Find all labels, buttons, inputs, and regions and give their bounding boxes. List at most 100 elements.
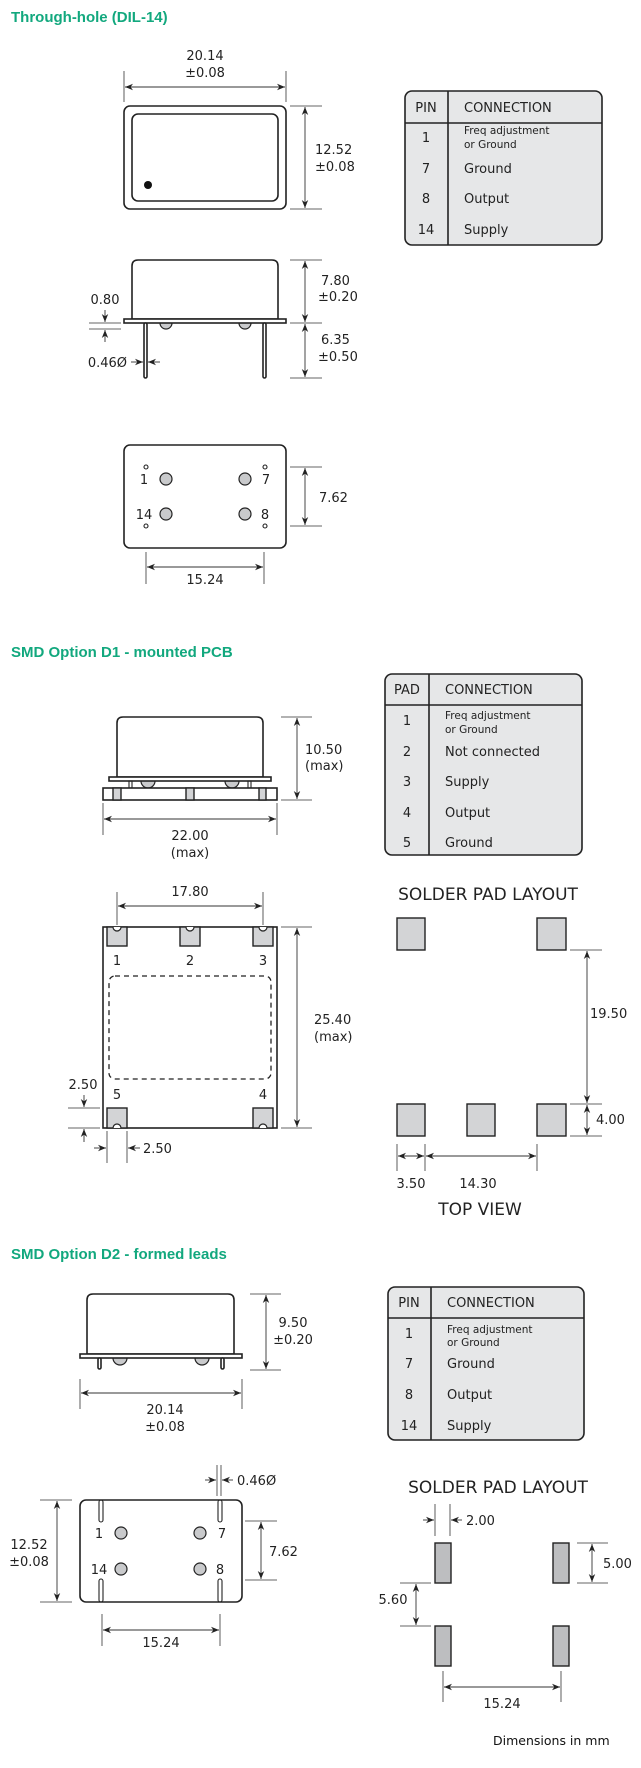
table-pad: 2	[403, 745, 411, 760]
d2-pin-connection-table: PIN CONNECTION 1 Freq adjustment or Grou…	[387, 1286, 585, 1441]
width-qualifier: (max)	[171, 846, 209, 861]
pad-label: 3	[259, 954, 267, 969]
length-value: 12.52	[10, 1538, 47, 1553]
table-pin: 14	[418, 223, 435, 238]
height-tolerance: ±0.20	[273, 1333, 313, 1348]
table-connection: Freq adjustment	[445, 710, 531, 722]
pin-diameter-value: 0.46Ø	[88, 356, 127, 371]
top-view: 20.14 ±0.08 12.52 ±0.08	[123, 49, 355, 210]
width-value: 20.14	[186, 49, 223, 64]
pin-label: 8	[261, 508, 269, 523]
row-gap-value: 19.50	[590, 1007, 627, 1022]
section-title: SMD Option D2 - formed leads	[11, 1246, 227, 1263]
smd-d2-section: SMD Option D2 - formed leads 9.50 ±0.20 …	[9, 1246, 632, 1712]
table-connection: Ground	[447, 1357, 495, 1372]
d2-side-view: 9.50 ±0.20 20.14 ±0.08	[79, 1293, 313, 1435]
length-tolerance: ±0.08	[9, 1555, 49, 1570]
section-title: Through-hole (DIL-14)	[11, 9, 168, 26]
table-connection: Ground	[445, 836, 493, 851]
pad-label: 2	[186, 954, 194, 969]
table-pin: 14	[401, 1419, 418, 1434]
table-connection: or Ground	[447, 1337, 500, 1349]
row-spacing-value: 7.62	[269, 1545, 298, 1560]
table-connection: Ground	[464, 162, 512, 177]
table-pin: 1	[405, 1327, 413, 1342]
table-header: PIN	[398, 1296, 419, 1311]
pad-width-value: 2.00	[466, 1514, 495, 1529]
through-hole-section: Through-hole (DIL-14) 20.14 ±0.08 12.52 …	[11, 9, 603, 588]
table-connection: or Ground	[445, 724, 498, 736]
pad-gap-value: 5.60	[379, 1593, 408, 1608]
width-value: 20.14	[146, 1403, 183, 1418]
table-connection: Freq adjustment	[447, 1324, 533, 1336]
table-pin: 8	[422, 192, 430, 207]
table-connection: Output	[445, 806, 490, 821]
pad-pitch-value: 17.80	[171, 885, 208, 900]
pad-height-value: 5.00	[603, 1557, 632, 1572]
pad-label: 5	[113, 1088, 121, 1103]
height-value: 12.52	[315, 143, 352, 158]
pad-spacing-value: 15.24	[483, 1697, 520, 1712]
pad-width-value: 3.50	[397, 1177, 426, 1192]
table-header: CONNECTION	[447, 1296, 535, 1311]
table-pad: 3	[403, 775, 411, 790]
width-value: 22.00	[171, 829, 208, 844]
pin-length-tolerance: ±0.50	[318, 350, 358, 365]
d1-solder-pad-layout: SOLDER PAD LAYOUT 19.50 4.00 3.50 14.30 …	[396, 885, 627, 1220]
height-tolerance: ±0.08	[315, 160, 355, 175]
table-connection: Supply	[464, 223, 509, 238]
pin-label: 14	[136, 508, 153, 523]
pad-height-value: 2.50	[69, 1078, 98, 1093]
width-tolerance: ±0.08	[185, 66, 225, 81]
table-pin: 7	[422, 162, 430, 177]
pin-label: 8	[216, 1563, 224, 1578]
top-view-label: TOP VIEW	[437, 1200, 522, 1220]
pin-spacing-value: 15.24	[142, 1636, 179, 1651]
row-spacing-value: 7.62	[319, 491, 348, 506]
pad-size-value: 4.00	[596, 1113, 625, 1128]
pin-label: 1	[95, 1527, 103, 1542]
table-header: CONNECTION	[464, 101, 552, 116]
pin-spacing-value: 15.24	[186, 573, 223, 588]
table-connection: Output	[447, 1388, 492, 1403]
pad-width-value: 2.50	[143, 1142, 172, 1157]
table-connection: or Ground	[464, 139, 517, 151]
pad-label: 1	[113, 954, 121, 969]
pin-diameter-value: 0.46Ø	[237, 1474, 276, 1489]
table-connection: Not connected	[445, 745, 540, 760]
flange-thickness-value: 0.80	[91, 293, 120, 308]
table-pad: 5	[403, 836, 411, 851]
d1-side-view: 10.50 (max) 22.00 (max)	[102, 716, 343, 861]
length-value: 25.40	[314, 1013, 351, 1028]
table-pin: 7	[405, 1357, 413, 1372]
pin1-marker-dot	[144, 181, 152, 189]
smd-d1-section: SMD Option D1 - mounted PCB 10.50 (max) …	[11, 644, 627, 1220]
solder-pad-title: SOLDER PAD LAYOUT	[408, 1478, 588, 1498]
oscillator-outline	[108, 975, 272, 1080]
pin-connection-table: PIN CONNECTION 1 Freq adjustment or Grou…	[404, 90, 603, 246]
dimensions-note: Dimensions in mm	[493, 1733, 610, 1748]
d1-top-view: 1 2 3 5 4 17.80 25.40 (max) 2.50 2.50	[68, 885, 352, 1163]
height-qualifier: (max)	[305, 759, 343, 774]
d2-solder-pad-layout: SOLDER PAD LAYOUT 2.00 5.00 5.60 15.24	[379, 1478, 632, 1712]
pin-label: 14	[91, 1563, 108, 1578]
table-connection: Freq adjustment	[464, 125, 550, 137]
table-pad: 4	[403, 806, 411, 821]
pin-label: 1	[140, 473, 148, 488]
d2-bottom-view: 1 7 14 8 12.52 ±0.08 7.62 15.24 0.46Ø	[9, 1465, 298, 1651]
table-pin: 1	[422, 131, 430, 146]
height-value: 10.50	[305, 743, 342, 758]
solder-pad-title: SOLDER PAD LAYOUT	[398, 885, 578, 905]
pad-pitch-value: 14.30	[459, 1177, 496, 1192]
pin-label: 7	[218, 1527, 226, 1542]
side-view: 7.80 ±0.20 6.35 ±0.50 0.80 0.46Ø	[88, 259, 358, 379]
body-height-value: 7.80	[321, 274, 350, 289]
table-connection: Supply	[447, 1419, 492, 1434]
pad-label: 4	[259, 1088, 267, 1103]
table-connection: Output	[464, 192, 509, 207]
table-pad: 1	[403, 714, 411, 729]
pin-length-value: 6.35	[321, 333, 350, 348]
body-height-tolerance: ±0.20	[318, 290, 358, 305]
pin-label: 7	[262, 473, 270, 488]
table-header: PAD	[394, 683, 420, 698]
